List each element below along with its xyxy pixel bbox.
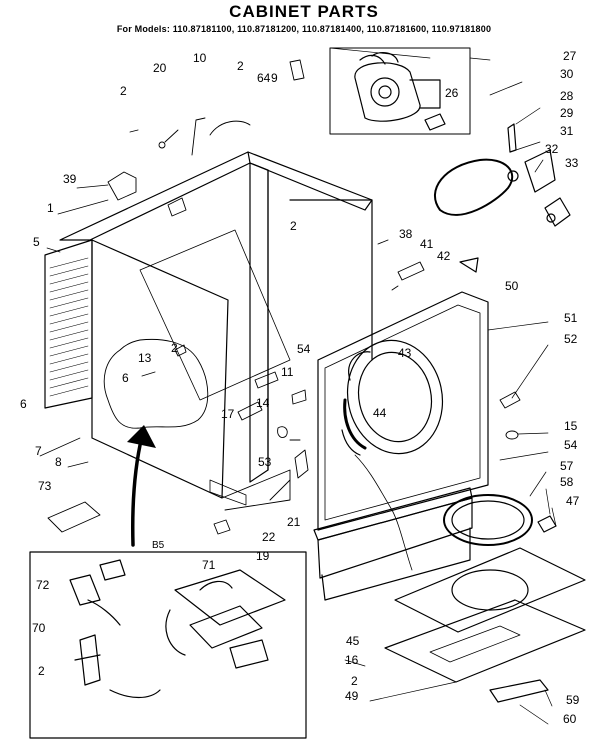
callout-2: 2 <box>120 84 127 98</box>
callout-39: 39 <box>63 172 77 186</box>
cabinet-frame <box>44 151 373 511</box>
callout-22: 22 <box>262 530 276 544</box>
callout-6: 6 <box>122 371 129 385</box>
callout-49: 49 <box>345 689 359 703</box>
callout-38: 38 <box>399 227 413 241</box>
callout-54: 54 <box>564 438 578 452</box>
callout-58: 58 <box>560 475 574 489</box>
callout-43: 43 <box>398 346 412 360</box>
side-louvers <box>49 257 89 397</box>
callout-27: 27 <box>563 49 577 63</box>
callout-7: 7 <box>35 444 42 458</box>
callout-47: 47 <box>566 494 580 508</box>
small-parts <box>47 59 521 535</box>
callout-19: 19 <box>256 549 270 563</box>
leader-lines <box>39 47 557 725</box>
electronics-inset <box>29 551 307 739</box>
callout-59: 59 <box>566 693 580 707</box>
callout-17: 17 <box>221 407 235 421</box>
callout-26: 26 <box>445 86 459 100</box>
callout-2: 2 <box>290 219 297 233</box>
model-numbers: For Models: 110.87181100, 110.87181200, … <box>116 24 492 34</box>
callout-13: 13 <box>138 351 152 365</box>
pointer-arrow <box>127 425 156 547</box>
callout-2: 2 <box>351 674 358 688</box>
callout-51: 51 <box>564 311 578 325</box>
callout-5: 5 <box>33 235 40 249</box>
callout-9: 9 <box>271 71 278 85</box>
callout-30: 30 <box>560 67 574 81</box>
callout-16: 16 <box>345 653 359 667</box>
callout-73: 73 <box>38 479 52 493</box>
door-assembly <box>384 494 586 703</box>
toe-panel <box>313 487 473 601</box>
callout-6: 6 <box>20 397 27 411</box>
callout-41: 41 <box>420 237 434 251</box>
callout-8: 8 <box>55 455 62 469</box>
callout-11: 11 <box>281 365 294 379</box>
callout-28: 28 <box>560 89 574 103</box>
diagram-title: CABINET PARTS <box>229 2 379 21</box>
wiring-harness <box>103 338 209 429</box>
motor-assembly <box>329 47 471 135</box>
callout-54: 54 <box>297 342 311 356</box>
callout-44: 44 <box>373 406 387 420</box>
front-panel <box>317 257 489 531</box>
callout-71: 71 <box>202 558 216 572</box>
idler-parts <box>507 123 571 227</box>
callout-20: 20 <box>153 61 167 75</box>
callout-72: 72 <box>36 578 50 592</box>
callout-2: 2 <box>171 341 178 355</box>
callout-15: 15 <box>564 419 578 433</box>
callout-52: 52 <box>564 332 578 346</box>
callout-45: 45 <box>346 634 360 648</box>
callout-70: 70 <box>32 621 46 635</box>
callout-33: 33 <box>565 156 579 170</box>
inset-label: B5 <box>152 540 165 551</box>
callout-64: 64 <box>257 71 271 85</box>
callout-42: 42 <box>437 249 451 263</box>
callout-50: 50 <box>505 279 519 293</box>
callout-14: 14 <box>256 396 270 410</box>
callout-31: 31 <box>560 124 574 138</box>
callout-21: 21 <box>287 515 301 529</box>
callout-2: 2 <box>38 664 45 678</box>
callout-1: 1 <box>47 201 54 215</box>
drive-belt <box>434 158 514 216</box>
callout-10: 10 <box>193 51 207 65</box>
callout-57: 57 <box>560 459 574 473</box>
callout-32: 32 <box>545 142 559 156</box>
callout-29: 29 <box>560 106 574 120</box>
callout-60: 60 <box>563 712 577 726</box>
callout-2: 2 <box>237 59 244 73</box>
callout-53: 53 <box>258 455 272 469</box>
